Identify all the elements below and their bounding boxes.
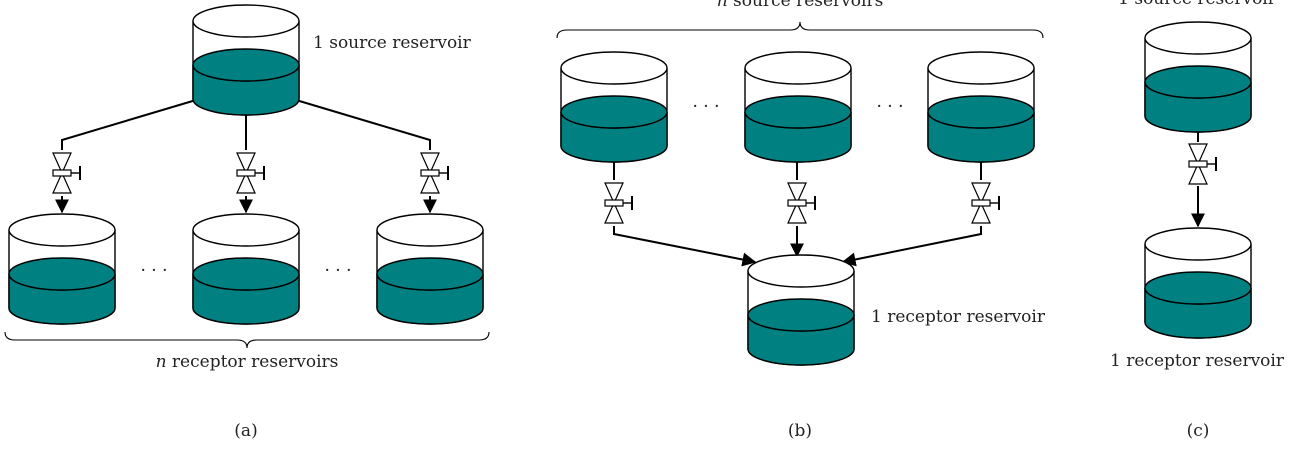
source-tank-b	[927, 51, 1035, 163]
source-tank-c	[1144, 21, 1252, 133]
receptor-label-c: 1 receptor reservoir	[1110, 351, 1285, 371]
source-tank-b	[560, 51, 668, 163]
caption-a: (a)	[234, 421, 257, 441]
receptor-tank-c	[1144, 227, 1252, 339]
source-tank-b	[744, 51, 852, 163]
pipes-a	[55, 99, 437, 214]
receptor-tank-b	[747, 254, 855, 366]
ellipsis-a1: · · ·	[140, 261, 167, 281]
valve-icon	[604, 182, 633, 224]
valve-icon	[236, 152, 265, 194]
valve-icon	[787, 182, 816, 224]
valve-icon	[971, 182, 1000, 224]
ellipsis-b2: · · ·	[876, 97, 903, 117]
receptors-label-a: n receptor reservoirs	[156, 352, 339, 372]
ellipsis-b1: · · ·	[692, 97, 719, 117]
ellipsis-a2: · · ·	[324, 261, 351, 281]
caption-c: (c)	[1187, 421, 1210, 441]
receptor-tank-a	[376, 213, 484, 325]
panel-a: · · · · · · 1 source reservoir n recepto…	[4, 4, 490, 441]
panel-b: n source reservoirs · · · · · · 1 recept…	[556, 0, 1046, 441]
receptor-label-b: 1 receptor reservoir	[871, 307, 1046, 327]
valve-icon	[420, 152, 449, 194]
source-tank-a	[192, 4, 300, 116]
source-label-c: 1 source reservoir	[1118, 0, 1277, 9]
valve-icon	[1188, 143, 1217, 185]
panel-c: 1 source reservoir 1 receptor reservoir …	[1110, 0, 1285, 441]
source-label-a: 1 source reservoir	[313, 33, 472, 53]
sources-label-b: n source reservoirs	[717, 0, 884, 11]
brace-icon	[556, 21, 1044, 39]
receptor-tank-a	[192, 213, 300, 325]
receptor-tank-a	[8, 213, 116, 325]
caption-b: (b)	[788, 421, 812, 441]
valve-icon	[52, 152, 81, 194]
brace-icon	[4, 331, 490, 349]
